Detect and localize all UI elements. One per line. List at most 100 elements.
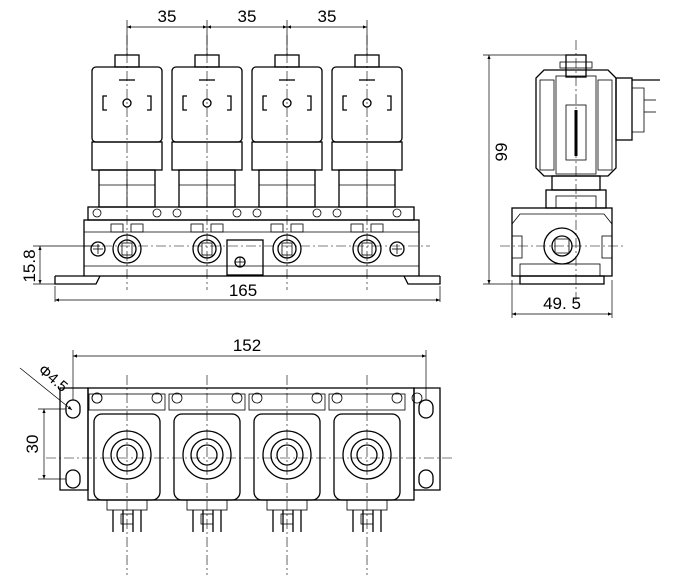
port-slot [121, 242, 133, 256]
screw-icon [172, 208, 182, 218]
terminal-block [120, 513, 134, 525]
dim-base-height: 15.8 [20, 249, 39, 282]
drawing-line [190, 223, 204, 233]
screw-icon [331, 392, 343, 404]
drawing-line [370, 223, 384, 233]
top-coil-4 [328, 375, 406, 575]
port-2 [192, 234, 222, 264]
port-3 [272, 234, 302, 264]
port-4 [352, 234, 382, 264]
screw-icon [312, 208, 322, 218]
screw-icon [411, 392, 423, 404]
port-1 [112, 234, 142, 264]
coil-bracket [307, 95, 312, 111]
nut-outer [342, 430, 392, 480]
screw-icon [391, 392, 403, 404]
top-coil-1 [88, 375, 166, 575]
nut-mid [350, 438, 384, 472]
drawing-line [290, 223, 304, 233]
terminal-block [280, 513, 294, 525]
coil-bracket [227, 95, 232, 111]
port-slot [281, 242, 293, 256]
screw-icon [231, 392, 243, 404]
coil-screw-icon [122, 98, 132, 108]
screw-icon [91, 392, 103, 404]
nut-outer [182, 430, 232, 480]
screw-icon [392, 208, 402, 218]
screw-icon [92, 208, 102, 218]
terminal-base [266, 499, 308, 511]
coil-screw-icon [202, 98, 212, 108]
dim-pitch-3: 35 [318, 7, 337, 26]
nut-inner [196, 444, 218, 466]
port-outer [112, 234, 142, 264]
port-inner [117, 239, 137, 259]
port-outer [192, 234, 222, 264]
solenoid-coil-2 [171, 35, 243, 290]
screw-icon [252, 208, 262, 218]
port-inner [357, 239, 377, 259]
top-strip [248, 393, 326, 411]
coil-bracket [147, 95, 152, 111]
solenoid-coil-1 [91, 35, 163, 290]
terminal-base [186, 499, 228, 511]
port-slot [361, 242, 373, 256]
coil-bracket [182, 95, 187, 111]
coil-bracket [387, 95, 392, 111]
side-view: 99 49. 5 [483, 40, 660, 318]
screw-icon [311, 392, 323, 404]
port-inner [277, 239, 297, 259]
terminal-base [106, 499, 148, 511]
nut-outer [262, 430, 312, 480]
dim-hole-diameter: Φ4.5 [35, 361, 71, 395]
nut-mid [190, 438, 224, 472]
dim-pitch-2: 35 [238, 7, 257, 26]
dim-side-width: 49. 5 [543, 294, 581, 313]
front-view: 35 35 35 15.8 165 [20, 7, 441, 302]
nut-inner [356, 444, 378, 466]
screw-icon [171, 392, 183, 404]
coil-screw-icon [282, 98, 292, 108]
terminal-base [346, 499, 388, 511]
top-strip [328, 393, 406, 411]
drawing-line [110, 223, 124, 233]
screw-icon [151, 392, 163, 404]
screw-icon [232, 208, 242, 218]
port-outer [272, 234, 302, 264]
port-slot [201, 242, 213, 256]
coil-bracket [102, 95, 107, 111]
dim-total-length: 165 [229, 281, 257, 300]
top-strip [88, 393, 166, 411]
nut-inner [116, 444, 138, 466]
top-coil-2 [168, 375, 246, 575]
solenoid-coil-4 [331, 35, 403, 290]
nut-inner [276, 444, 298, 466]
terminal-block [360, 513, 374, 525]
port-inner [197, 239, 217, 259]
port-outer [352, 234, 382, 264]
dim-pitch-1: 35 [158, 7, 177, 26]
dim-side-height: 99 [492, 143, 511, 162]
top-coil-3 [248, 375, 326, 575]
drawing-line [270, 223, 284, 233]
coil-screw-icon [362, 98, 372, 108]
coil-bracket [342, 95, 347, 111]
top-view: 152 30 Φ4.5 [19, 336, 452, 575]
screw-icon [332, 208, 342, 218]
dim-mount-spacing: 152 [233, 336, 261, 355]
terminal-block [200, 513, 214, 525]
drawing-line [350, 223, 364, 233]
dim-mount-height: 30 [23, 435, 42, 454]
drawing-line [130, 223, 144, 233]
mount-screw-icon [90, 241, 106, 257]
nut-mid [270, 438, 304, 472]
coil-bracket [262, 95, 267, 111]
screw-icon [251, 392, 263, 404]
screw-icon [152, 208, 162, 218]
top-strip [168, 393, 246, 411]
nut-mid [110, 438, 144, 472]
nut-outer [102, 430, 152, 480]
mount-screw-icon [389, 241, 405, 257]
drawing-line [210, 223, 224, 233]
